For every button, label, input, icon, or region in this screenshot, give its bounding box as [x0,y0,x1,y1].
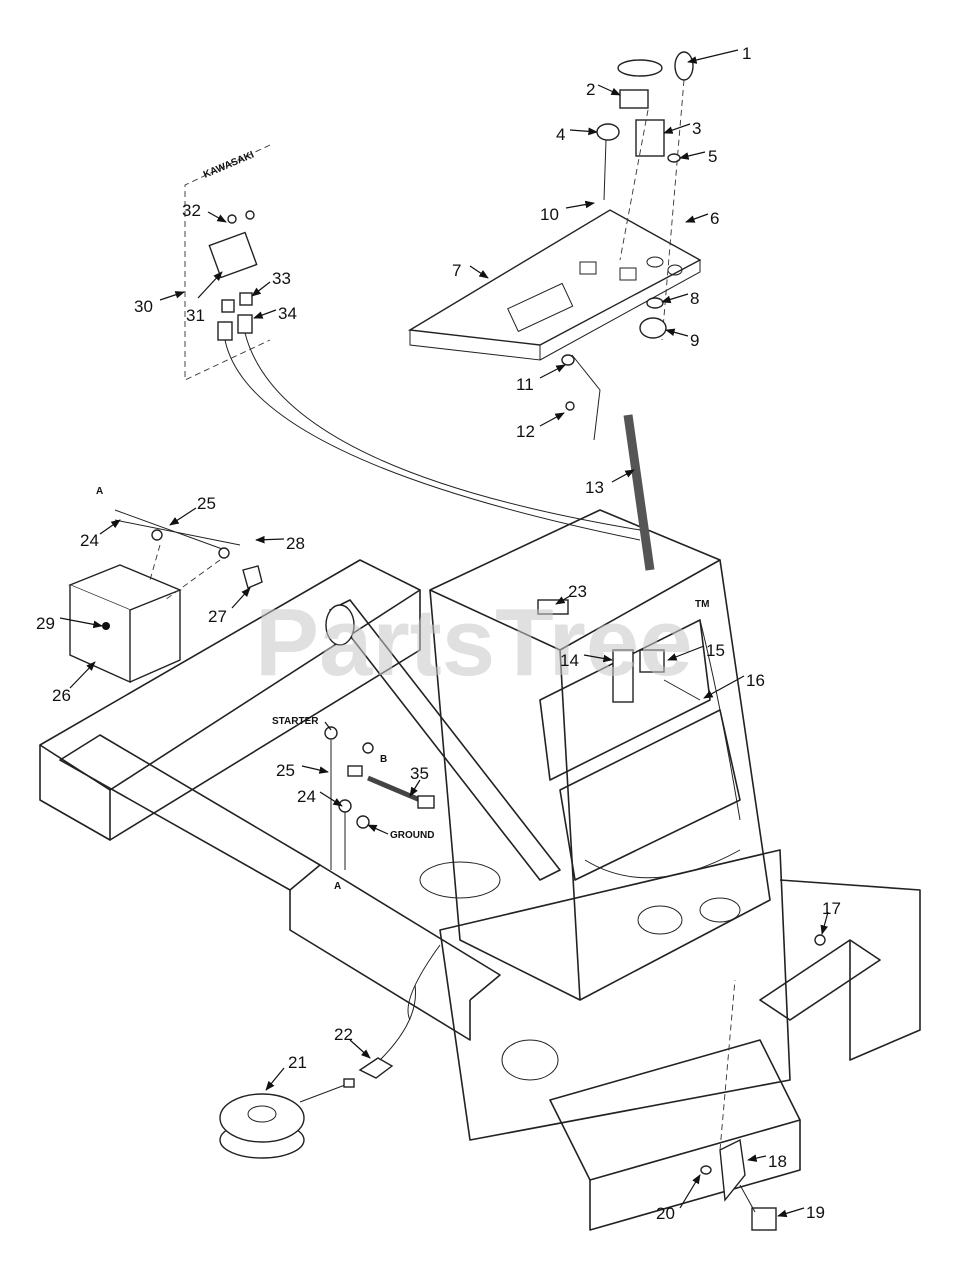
callout-number: 11 [516,375,534,394]
callout-leader [679,1174,701,1209]
callout-leader [409,779,421,797]
kawasaki-label: KAWASAKI [202,149,256,180]
callout-leader [747,1154,767,1162]
callout-leader [597,84,621,96]
callout-leader [99,519,121,535]
callout-leader [679,151,706,160]
callout-number: 18 [768,1152,787,1171]
callout-leader [555,595,571,605]
callout-number: 20 [656,1204,675,1223]
callout-leader [265,1067,285,1091]
callout-leader [159,291,185,301]
callout-number: 22 [334,1025,353,1044]
starter-cables [324,726,435,870]
callout-number: 29 [36,614,55,633]
callout-number: 25 [197,494,216,513]
watermark-tm: TM [695,599,709,610]
callout-number: 34 [278,304,297,323]
callout-number: 9 [690,331,699,350]
callout-number: 12 [516,422,535,441]
callout-leader [565,200,595,209]
callout-number: 30 [134,297,153,316]
callout-number: 10 [540,205,559,224]
callout-number: 5 [708,147,717,166]
callout-number: 33 [272,269,291,288]
callout-number: 6 [710,209,719,228]
pto-clutch [219,984,417,1159]
callout-leader [169,507,197,526]
callout-leader [319,791,343,807]
a-top-label: A [96,486,103,497]
callout-number: 32 [182,201,201,220]
callout-number: 8 [690,289,699,308]
callout-leader [820,911,829,935]
callout-leader [301,765,329,774]
callout-leader [611,469,635,483]
callout-number: 25 [276,761,295,780]
callout-number: 7 [452,261,461,280]
callout-leader [687,49,739,64]
callout-leader [253,309,277,319]
callout-number: 23 [568,582,587,601]
callout-leader [349,1039,371,1059]
callout-number: 1 [742,44,751,63]
callout-leader [197,271,223,299]
callout-number: 17 [822,899,841,918]
callout-leader [539,412,565,427]
starter-label: STARTER [272,716,319,727]
callout-leader [69,661,96,689]
callout-number: 3 [692,119,701,138]
callout-leader [469,265,489,279]
a-bottom-label: A [334,881,341,892]
battery-assembly [68,509,263,684]
callout-leader [539,364,566,379]
callout-leader [231,587,251,609]
callout-number: 19 [806,1203,825,1222]
callout-number: 35 [410,764,429,783]
callout-number: 24 [80,531,99,550]
main-frame [39,509,921,1231]
callout-leader [583,654,613,663]
callout-leader [667,645,705,661]
callout-number: 14 [560,651,579,670]
watermark-text: PartsTree [255,589,693,696]
callout-leader [207,211,227,223]
callout-number: 16 [746,671,765,690]
callout-leader [777,1207,805,1218]
callout-number: 24 [297,787,316,806]
callout-leader [685,213,709,223]
callout-leader [569,127,598,136]
callout-leader [661,293,689,304]
callout-number: 28 [286,534,305,553]
callout-number: 15 [706,641,725,660]
callout-number: 27 [208,607,227,626]
callout-number: 4 [556,125,565,144]
ignition-parts [596,51,694,341]
callout-leader [251,281,271,297]
ground-label: GROUND [390,830,434,841]
callout-number: 2 [586,80,595,99]
callout-leader [703,675,745,699]
callout-number: 13 [585,478,604,497]
callout-layer: 1234567891011121314151617181920212223242… [36,44,841,1223]
b-label: B [380,754,387,765]
callout-leader [255,535,285,544]
callout-number: 21 [288,1053,307,1072]
kawasaki-connectors [184,144,641,541]
callout-number: 31 [186,306,205,325]
callout-number: 26 [52,686,71,705]
misc-parts [537,599,826,1231]
callout-leader [665,328,689,337]
callout-leader [663,123,691,134]
lower-switch-parts [561,297,667,571]
callout-leader [59,617,103,629]
